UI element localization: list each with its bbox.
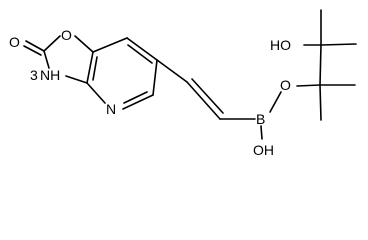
bond-c2-o-carbonyl	[25, 40, 45, 52]
bond-o-cq-lower	[296, 84, 321, 87]
bond-c2-o1	[43, 35, 61, 52]
bond-c3a-c7a-2	[92, 56, 98, 81]
bond-cq-upper-me-right	[320, 43, 357, 46]
bond-b-o	[269, 91, 282, 113]
bonds	[23, 9, 357, 140]
bond-cq-lower-cq-upper	[319, 44, 322, 86]
bond-n4-c3a	[86, 82, 106, 104]
bond-c6-c5	[152, 59, 158, 96]
atom-carbonyl-o: O	[9, 34, 20, 50]
bond-c7-c6-2	[127, 44, 153, 64]
bond-vinyl-double-2	[191, 78, 224, 114]
structure-drawing: O O NH 3 N B OH O HO	[9, 9, 357, 158]
bond-c7-c6	[126, 37, 158, 61]
bond-n3-c3a	[65, 75, 88, 84]
atom-nh-locant: 3	[30, 67, 38, 83]
bond-cq-lower-me-down	[319, 84, 322, 121]
bond-c5-n4-2	[123, 91, 148, 104]
atom-b-oh: OH	[253, 142, 274, 158]
atom-ring-o: O	[61, 27, 72, 43]
bond-b-oh	[260, 125, 263, 140]
atom-pyridine-n: N	[106, 101, 116, 117]
bond-c2-n3	[43, 50, 50, 69]
atom-pinacol-ho: HO	[270, 37, 291, 53]
bond-c6-vinyl	[156, 59, 188, 83]
atom-b-o: O	[280, 77, 291, 93]
atom-boron: B	[256, 111, 265, 127]
atom-labels: O O NH 3 N B OH O HO	[9, 27, 291, 158]
bond-c5-n4	[122, 94, 154, 110]
bond-c2-o-carbonyl-2	[23, 45, 42, 56]
bond-c7a-c7	[92, 37, 128, 53]
structure-canvas: O O NH 3 N B OH O HO	[9, 9, 357, 158]
atom-nh: NH	[40, 67, 60, 83]
bond-vinyl-double	[186, 81, 221, 120]
bond-c3a-c7a	[86, 51, 94, 84]
bond-o1-c7a	[74, 35, 94, 53]
